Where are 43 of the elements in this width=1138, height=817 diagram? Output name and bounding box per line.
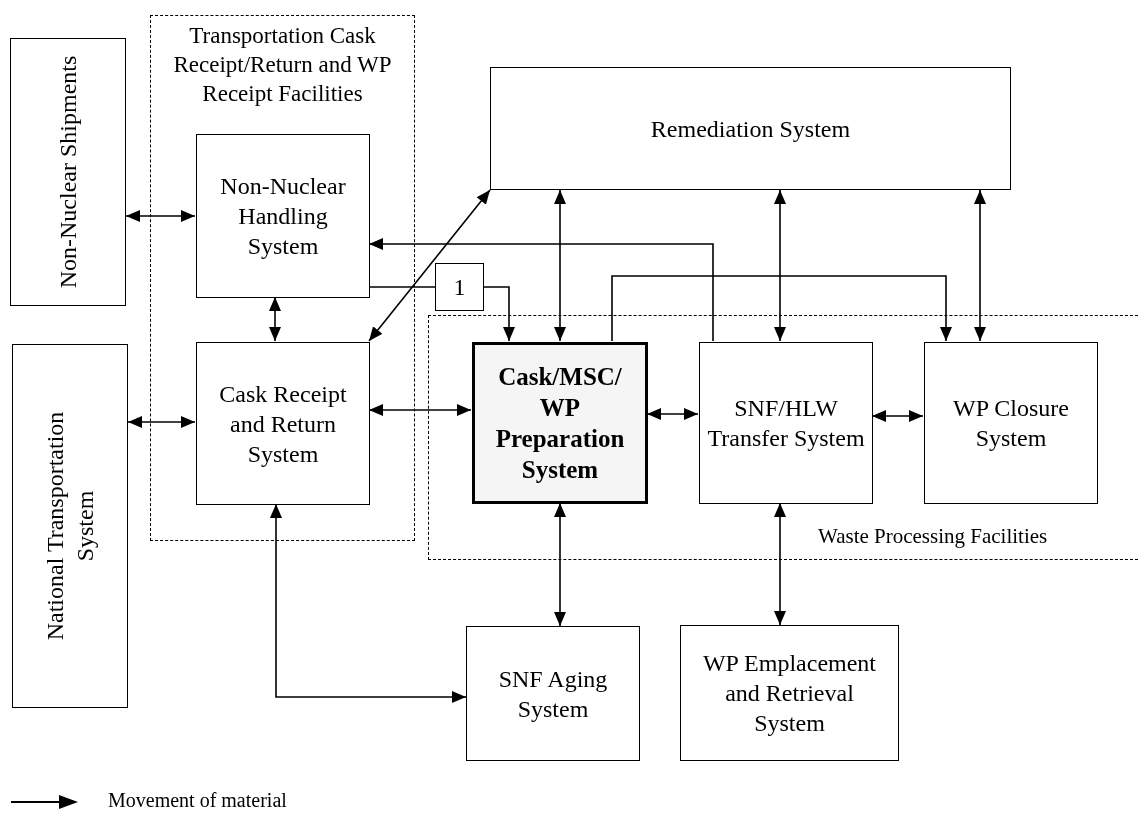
system-name: WP Emplacement and Retrieval System [701, 649, 878, 738]
system-box [466, 626, 640, 761]
system-name: WP Closure System [952, 394, 1070, 453]
connector-arrow [646, 408, 699, 420]
connector-arrow [125, 210, 196, 222]
system-box [924, 342, 1098, 504]
system-box [699, 342, 873, 504]
connector-arrow [368, 189, 491, 342]
connector-arrow [483, 286, 515, 342]
system-box [680, 625, 899, 761]
connector-arrow [269, 296, 281, 342]
connector-arrow [554, 189, 566, 342]
system-name: Non-Nuclear Handling System [219, 172, 347, 261]
system-name: Cask/MSC/ WP Preparation System [494, 361, 626, 486]
connector-arrow [611, 275, 952, 342]
connector-arrow [774, 502, 786, 626]
facility-group [150, 15, 415, 541]
callout-number: 1 [452, 273, 467, 302]
system-name: SNF/HLW Transfer System [706, 394, 866, 453]
highlighted-system-box [472, 342, 648, 504]
system-box [12, 344, 128, 708]
system-box [196, 342, 370, 505]
system-box [196, 134, 370, 298]
group-title: Transportation Cask Receipt/Return and WP Receipt Facilities [172, 22, 393, 108]
connector-arrow [270, 503, 467, 703]
group-title: Waste Processing Facilities [818, 523, 1048, 550]
connector-arrow [974, 189, 986, 342]
connector-arrow [127, 416, 196, 428]
legend-label: Movement of material [108, 789, 287, 812]
connector-arrow [368, 404, 472, 416]
connector-arrow [368, 238, 714, 342]
connector-arrow [774, 189, 786, 342]
connector-arrow [554, 502, 566, 627]
system-name: Remediation System [649, 114, 852, 144]
system-name: Non-Nuclear Shipments [54, 54, 82, 291]
system-name: SNF Aging System [497, 664, 609, 724]
connector-arrow [871, 410, 924, 422]
system-name: National Transportation System [41, 410, 99, 643]
system-box [10, 38, 126, 306]
system-name: Cask Receipt and Return System [218, 379, 348, 469]
callout-number-box [435, 263, 484, 311]
system-box [490, 67, 1011, 190]
facility-group [428, 315, 1138, 560]
